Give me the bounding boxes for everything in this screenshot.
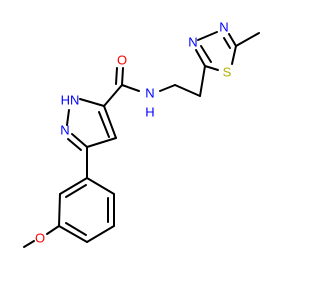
atom-thiadiazole-n3: N: [188, 35, 197, 50]
bond-thiadiazole-c2-n3: [195, 49, 206, 67]
bond-pyrazole-c3-n2-double: [67, 138, 82, 151]
atom-amide-h: H: [145, 105, 154, 120]
atom-amide-n: N: [145, 86, 154, 101]
atom-pyrazole-nh: HN: [61, 93, 80, 108]
bond-phenyl-1: [58, 193, 61, 227]
bond-ch2-ch2: [174, 84, 201, 97]
bond-pyrazole-c3-n2: [71, 133, 88, 148]
bond-carbonyl-n: [121, 84, 140, 92]
bond-carbonyl-o: [121, 67, 124, 86]
bond-methyl-o: [23, 240, 35, 248]
bond-thiadiazole-n3-n4: [197, 31, 218, 41]
bond-o-aryl: [46, 225, 60, 235]
bonds: [23, 31, 260, 248]
bond-ch2-thiadiazole: [199, 65, 206, 97]
bond-thiadiazole-methyl: [235, 32, 260, 47]
bond-phenyl-5: [86, 225, 115, 243]
bond-thiadiazole-c5-s: [231, 45, 237, 65]
bond-pyrazole-c5-c4: [103, 105, 117, 139]
atom-thiadiazole-s: S: [223, 65, 232, 80]
bond-phenyl-3: [86, 177, 115, 195]
atom-carbonyl-oxygen: O: [117, 53, 127, 68]
molecule-canvas: O O HN N N H N N S: [23, 19, 260, 248]
bond-thiadiazole-n4-c5-double: [223, 37, 231, 49]
atom-thiadiazole-n4: N: [219, 20, 228, 35]
bond-pyrazole-n1-n2: [66, 109, 70, 126]
bond-phenyl-2-inner: [65, 184, 87, 198]
bond-carbonyl-o-double: [115, 67, 118, 85]
bond-n-ch2: [159, 84, 176, 92]
bond-phenyl-2: [59, 177, 88, 195]
atom-pyrazole-n: N: [60, 123, 69, 138]
bond-thiadiazole-s-c2: [204, 65, 219, 71]
bond-thiadiazole-n4-c5: [228, 33, 237, 47]
bond-pyrazole-n1-c5: [79, 98, 105, 107]
bond-pyrazole-c4-c3: [86, 137, 117, 148]
bond-thiadiazole-c2-n3-double: [200, 45, 212, 63]
bond-phenyl-6: [58, 225, 88, 243]
atom-labels: O O HN N N H N N S: [35, 20, 232, 246]
bond-pyrazole-c5-c4-double: [98, 111, 110, 138]
bond-c5-carbonyl: [103, 84, 123, 107]
chemical-structure-diagram: O O HN N N H N N S: [23, 20, 260, 248]
atom-ome-oxygen: O: [35, 231, 45, 246]
bond-phenyl-6-inner: [65, 222, 87, 236]
